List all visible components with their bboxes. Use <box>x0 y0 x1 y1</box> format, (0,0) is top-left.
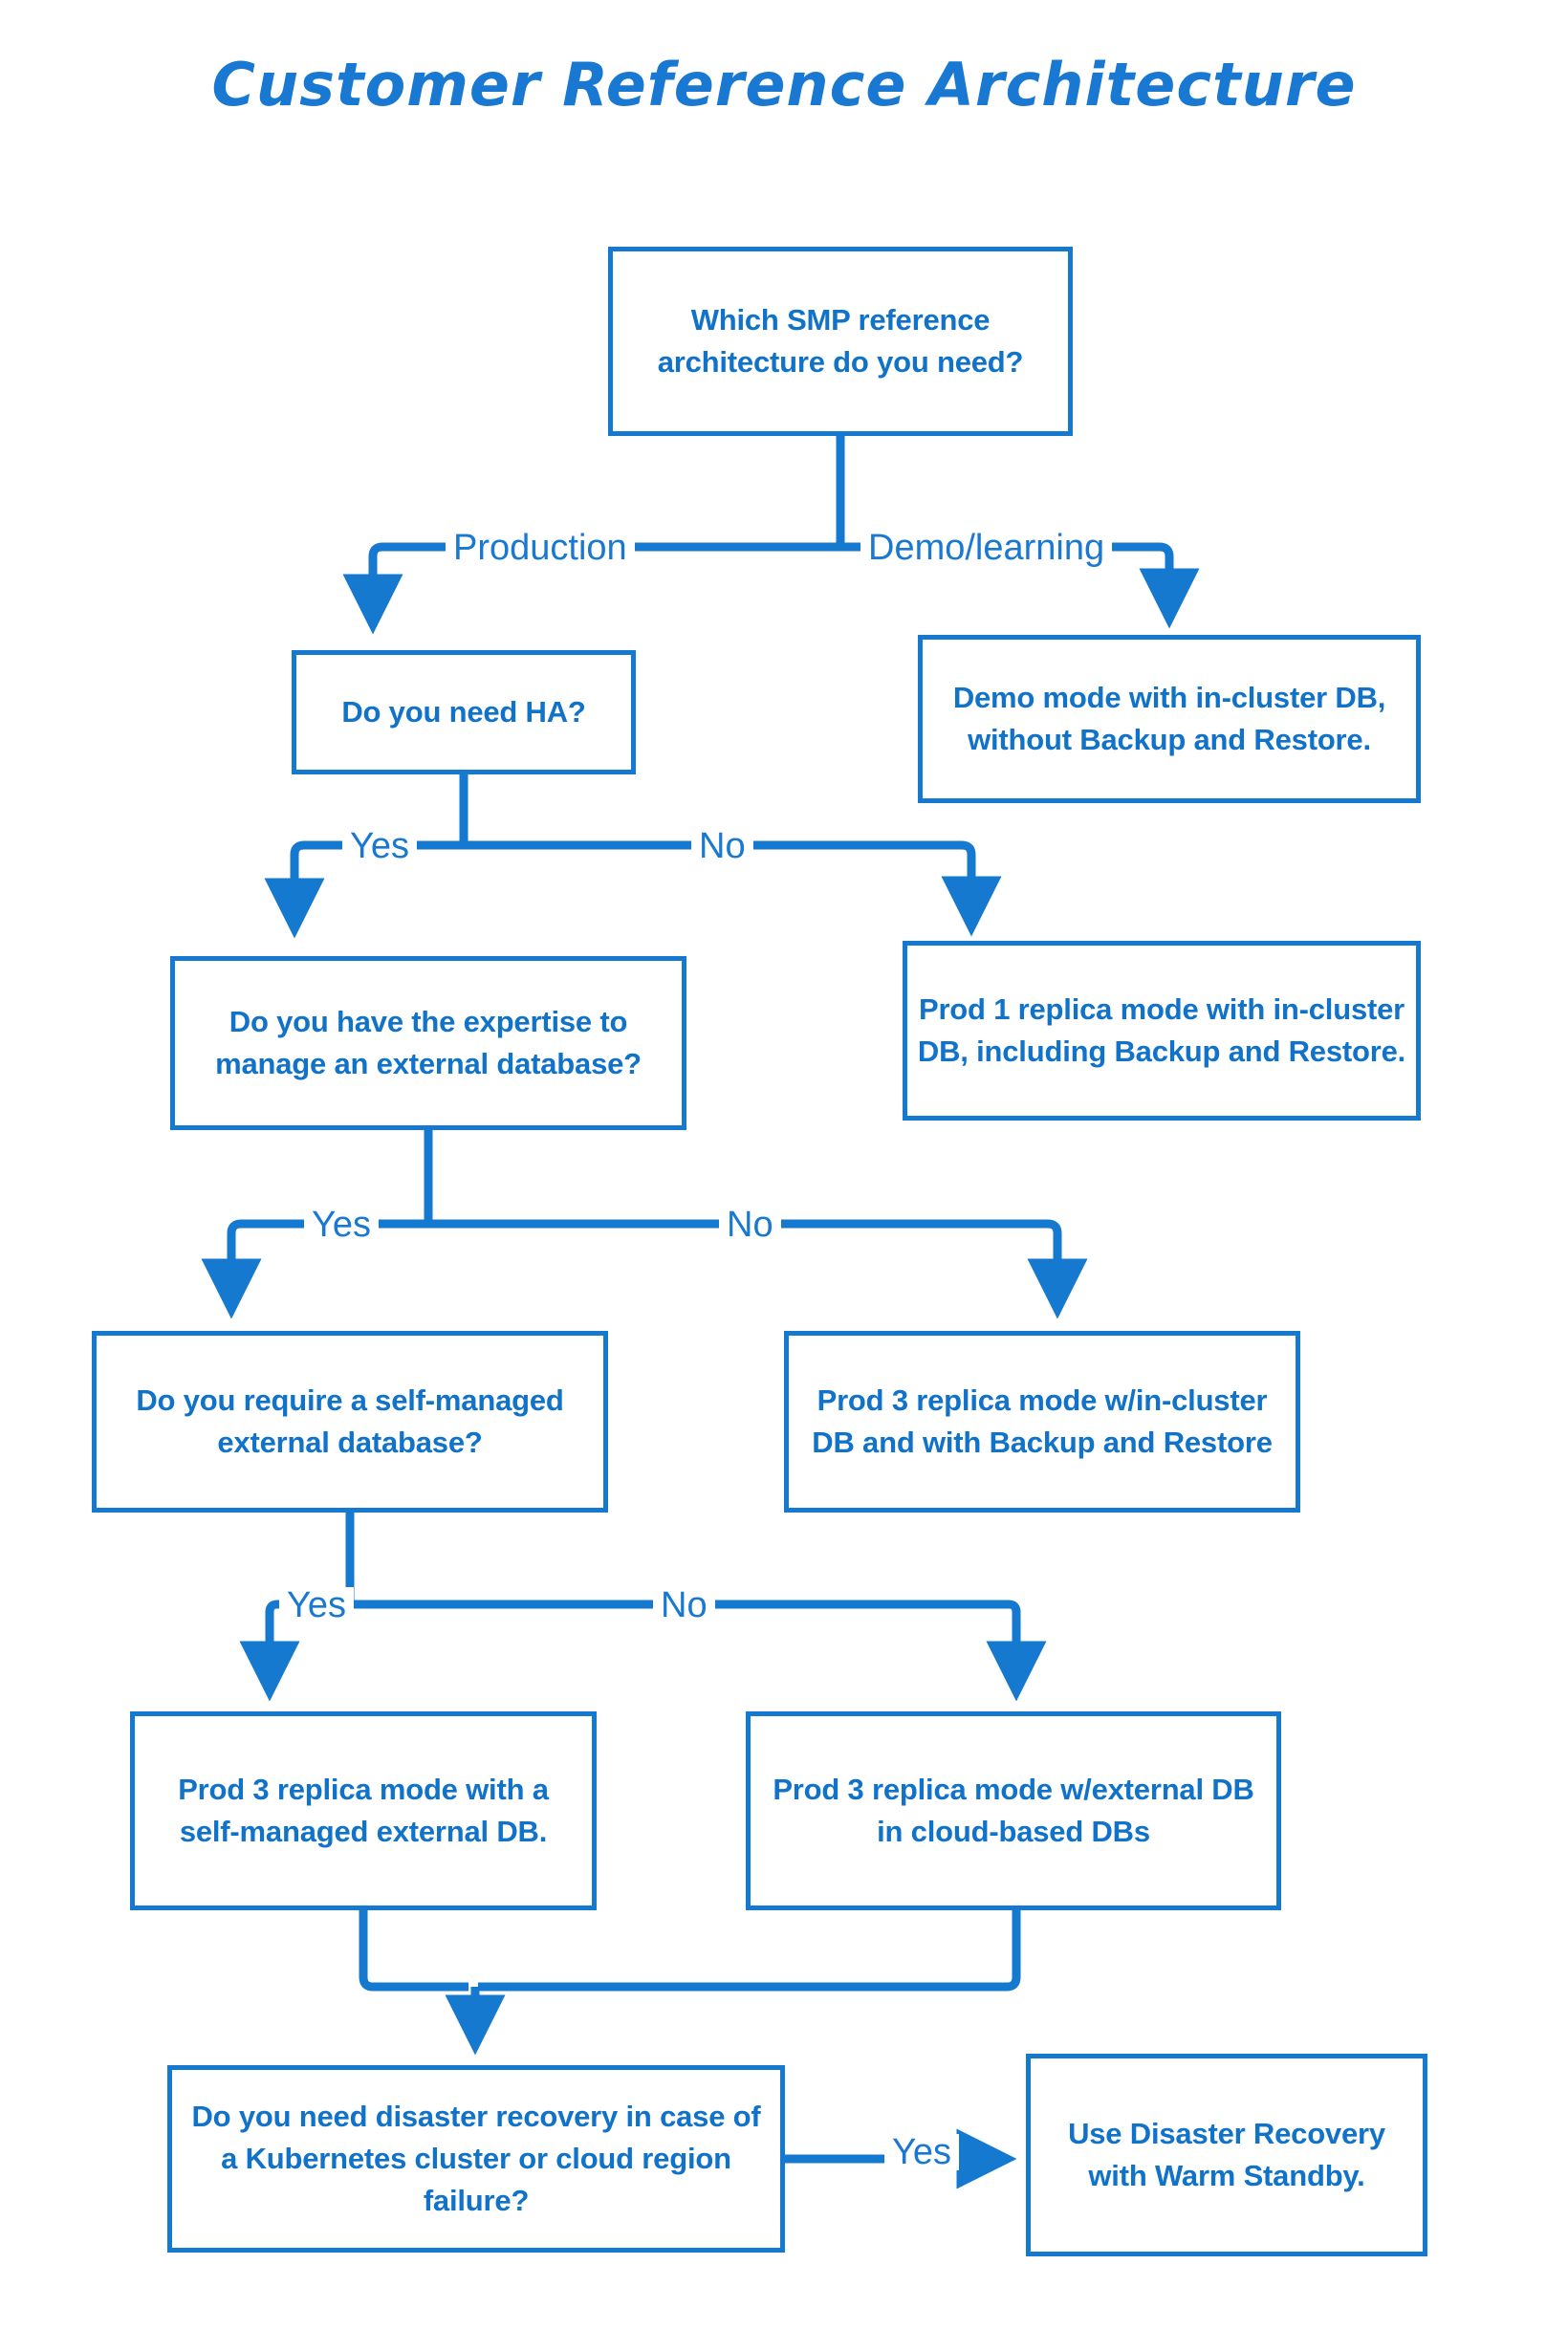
node-disaster-recovery-question[interactable]: Do you need disaster recovery in case of… <box>167 2065 785 2253</box>
edge-label-expertise-yes: Yes <box>304 1207 379 1243</box>
node-self-managed-label: Do you require a self-managed external d… <box>136 1383 564 1459</box>
node-expertise-question[interactable]: Do you have the expertise to manage an e… <box>170 956 686 1130</box>
node-prod3-self-managed-label: Prod 3 replica mode with a self-managed … <box>178 1772 549 1848</box>
edge-label-ha-no: No <box>691 828 753 864</box>
edge-label-demo-learning: Demo/learning <box>860 530 1113 566</box>
edge-label-selfmanaged-no: No <box>653 1587 715 1623</box>
node-self-managed-question[interactable]: Do you require a self-managed external d… <box>92 1331 608 1513</box>
node-root-question[interactable]: Which SMP reference architecture do you … <box>608 247 1073 436</box>
node-prod3-incluster-label: Prod 3 replica mode w/in-cluster DB and … <box>812 1383 1273 1459</box>
edge-label-ha-yes: Yes <box>342 828 417 864</box>
node-ha-label: Do you need HA? <box>341 694 586 729</box>
node-demo-label: Demo mode with in-cluster DB, without Ba… <box>952 680 1386 756</box>
node-prod1-label: Prod 1 replica mode with in-cluster DB, … <box>917 991 1406 1068</box>
node-prod3-self-managed[interactable]: Prod 3 replica mode with a self-managed … <box>130 1711 597 1910</box>
edge-prod3self-dr <box>359 1910 468 1992</box>
page-title: Customer Reference Architecture <box>211 50 1357 120</box>
node-prod3-incluster[interactable]: Prod 3 replica mode w/in-cluster DB and … <box>784 1331 1300 1513</box>
edge-label-expertise-no: No <box>719 1207 781 1243</box>
node-demo-mode[interactable]: Demo mode with in-cluster DB, without Ba… <box>918 635 1421 803</box>
node-prod3-external-cloud[interactable]: Prod 3 replica mode w/external DB in clo… <box>746 1711 1281 1910</box>
node-disaster-recovery-label: Do you need disaster recovery in case of… <box>191 2099 761 2217</box>
node-prod3-external-cloud-label: Prod 3 replica mode w/external DB in clo… <box>773 1772 1254 1848</box>
node-root-label: Which SMP reference architecture do you … <box>657 302 1024 379</box>
node-warm-standby[interactable]: Use Disaster Recovery with Warm Standby. <box>1026 2054 1427 2256</box>
node-expertise-label: Do you have the expertise to manage an e… <box>215 1004 642 1080</box>
edge-label-selfmanaged-yes: Yes <box>279 1587 354 1623</box>
edge-label-dr-yes: Yes <box>884 2134 959 2170</box>
node-prod1-replica[interactable]: Prod 1 replica mode with in-cluster DB, … <box>903 941 1421 1121</box>
edge-prod3ext-dr <box>478 1910 1021 1992</box>
node-warm-standby-label: Use Disaster Recovery with Warm Standby. <box>1068 2116 1385 2192</box>
edge-label-production: Production <box>446 530 635 566</box>
node-ha-question[interactable]: Do you need HA? <box>292 650 636 774</box>
